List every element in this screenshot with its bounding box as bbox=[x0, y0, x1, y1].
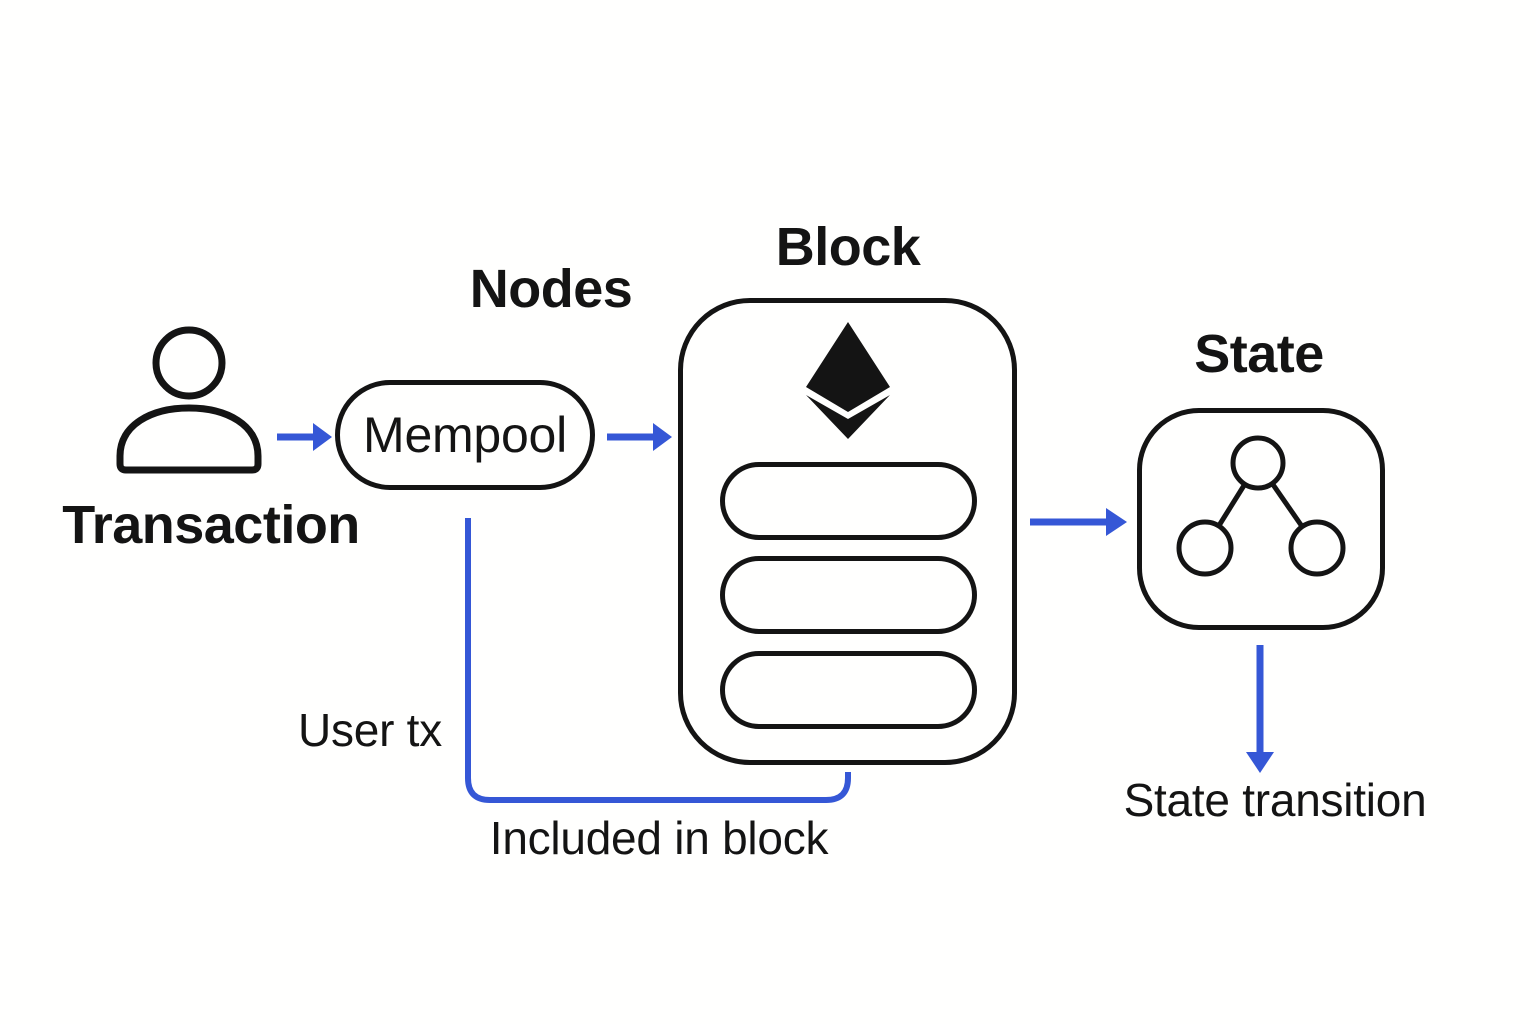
user-icon bbox=[116, 326, 262, 474]
block-transaction-slot bbox=[720, 651, 977, 729]
mempool-node: Mempool bbox=[335, 380, 595, 490]
arrow-state-to-state-transition bbox=[1246, 645, 1274, 773]
state-trie-icon bbox=[1176, 435, 1346, 577]
block-transaction-slot bbox=[720, 462, 977, 540]
state-transition-label: State transition bbox=[1123, 774, 1427, 826]
block-label: Block bbox=[775, 217, 921, 277]
transaction-label: Transaction bbox=[62, 495, 360, 555]
included-in-block-label: Included in block bbox=[489, 812, 829, 864]
nodes-label: Nodes bbox=[469, 259, 633, 319]
mempool-label: Mempool bbox=[363, 407, 567, 463]
arrow-mempool-to-block bbox=[607, 423, 672, 451]
state-label: State bbox=[1194, 324, 1324, 384]
arrow-block-to-state bbox=[1030, 508, 1127, 536]
arrow-transaction-to-mempool bbox=[277, 423, 332, 451]
ethereum-logo-icon bbox=[806, 322, 890, 439]
block-transaction-slot bbox=[720, 556, 977, 634]
user-tx-label: User tx bbox=[298, 704, 442, 756]
